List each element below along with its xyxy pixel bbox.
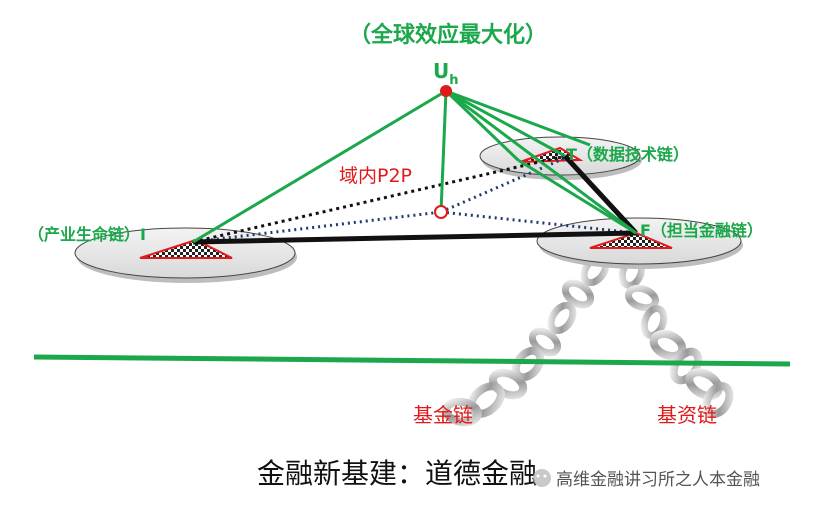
chain-asset-label: 基资链 (657, 403, 717, 427)
disk-finance-label: F（担当金融链） (640, 221, 763, 240)
node-uh-label: Uh (433, 59, 459, 88)
chain-fund-label: 基金链 (413, 403, 473, 427)
disk-industry-label: （产业生命链）I (28, 225, 146, 244)
ground-line (33, 354, 791, 367)
disk-data-label: T（数据技术链） (566, 145, 689, 164)
watermark: 高维金融讲习所之人本金融 (533, 469, 760, 490)
title: （全球效应最大化） (349, 22, 547, 48)
bottom-title: 金融新基建：道德金融 (257, 457, 537, 490)
node-uh-label-sub: h (449, 73, 458, 88)
disk-industry (74, 227, 297, 283)
wechat-icon (533, 469, 551, 487)
watermark-text: 高维金融讲习所之人本金融 (556, 470, 760, 490)
uh-links (192, 89, 637, 244)
node-uh-label-main: U (433, 59, 449, 83)
p2p-label: 域内P2P (339, 165, 412, 187)
industry-data-dotted (192, 154, 566, 244)
chain-left (442, 253, 610, 427)
node-uh (440, 85, 452, 97)
node-center (434, 205, 448, 219)
p2p-dotted-lines (192, 156, 637, 244)
data-finance-link (563, 154, 638, 235)
chain-right (618, 254, 734, 418)
industry-finance-link (192, 230, 637, 245)
